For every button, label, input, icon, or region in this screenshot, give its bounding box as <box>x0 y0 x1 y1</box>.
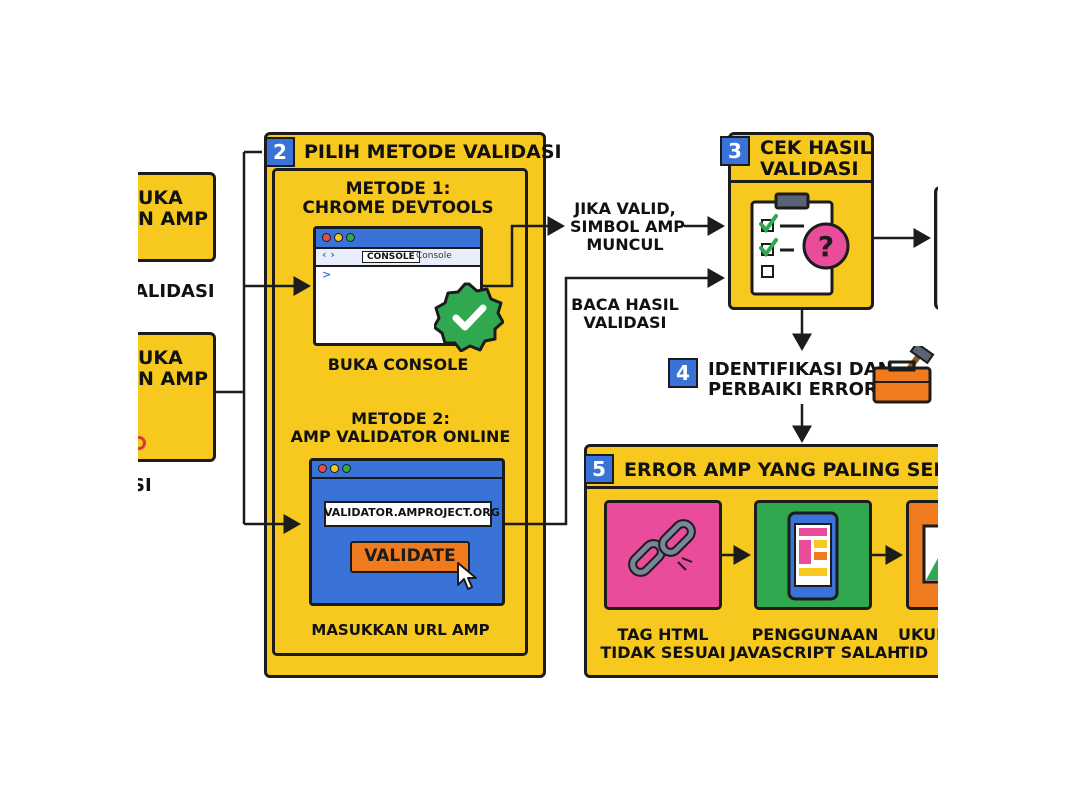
clipboard-icon: ? <box>750 192 850 296</box>
validator-dot-red <box>318 464 327 473</box>
error-label-size: UKUR TID <box>898 625 938 662</box>
diagram-viewport: UKA N AMP ALIDASI UKA N AMP SI 2 PILIH M… <box>138 120 938 690</box>
toolbox-icon <box>872 346 935 404</box>
partial-cursor-icon <box>138 436 146 450</box>
error-label-javascript: PENGGUNAAN JAVASCRIPT SALAH <box>730 625 901 662</box>
step3-number: 3 <box>720 136 750 166</box>
validator-url-text: VALIDATOR.AMPROJECT.ORG <box>324 506 500 519</box>
step5-title: ERROR AMP YANG PALING SERING DI <box>624 459 938 481</box>
step1b-text: UKA N AMP <box>138 347 209 391</box>
validator-dot-green <box>342 464 351 473</box>
validator-url-input[interactable] <box>324 501 492 527</box>
devtools-dot-yellow <box>334 233 343 242</box>
devtools-tab-active[interactable]: CONSOLE <box>362 251 420 264</box>
step1a-box <box>138 172 216 262</box>
step-next-box <box>934 186 938 310</box>
image-icon <box>922 524 938 584</box>
step4-title: IDENTIFIKASI DAN PERBAIKI ERROR <box>708 359 893 401</box>
error-label-html: TAG HTML TIDAK SESUAI <box>600 625 726 662</box>
devtools-titlebar <box>316 229 480 249</box>
devtools-tab-inactive[interactable]: Console <box>416 251 452 261</box>
validator-dot-yellow <box>330 464 339 473</box>
devtools-dot-red <box>322 233 331 242</box>
nav-arrows-icon: ‹ › <box>322 248 335 261</box>
validator-window: VALIDATOR.AMPROJECT.ORG VALIDATE <box>309 458 505 606</box>
method2-title: METODE 2: AMP VALIDATOR ONLINE <box>290 409 511 446</box>
left-mid-text: ALIDASI <box>138 281 215 302</box>
left-bottom-text: SI <box>138 475 152 496</box>
step1a-text: UKA N AMP <box>138 187 209 231</box>
step5-number: 5 <box>584 454 614 484</box>
read-label: BACA HASIL VALIDASI <box>571 295 679 332</box>
step1b-box <box>138 332 216 462</box>
devtools-dot-green <box>346 233 355 242</box>
phone-layout-icon <box>787 511 839 601</box>
console-prompt: > <box>322 268 332 281</box>
step3-title: CEK HASIL VALIDASI <box>760 137 872 181</box>
step3-divider <box>728 180 874 183</box>
method1-title: METODE 1: CHROME DEVTOOLS <box>302 179 494 219</box>
validator-titlebar <box>312 461 502 479</box>
valid-check-icon <box>434 282 504 352</box>
step2-number: 2 <box>265 137 295 167</box>
broken-link-icon <box>628 519 696 577</box>
connector-lines <box>216 150 931 565</box>
method1-caption: BUKA CONSOLE <box>327 355 469 374</box>
validate-button[interactable] <box>350 541 470 573</box>
valid-label: JIKA VALID, SIMBOL AMP MUNCUL <box>570 199 685 254</box>
step5-divider <box>584 486 938 489</box>
svg-text:?: ? <box>818 230 834 263</box>
method2-caption: MASUKKAN URL AMP <box>311 621 490 639</box>
step2-title: PILIH METODE VALIDASI <box>304 141 562 163</box>
validate-button-label: VALIDATE <box>364 546 456 566</box>
step4-number: 4 <box>668 358 698 388</box>
cursor-icon <box>457 562 477 590</box>
